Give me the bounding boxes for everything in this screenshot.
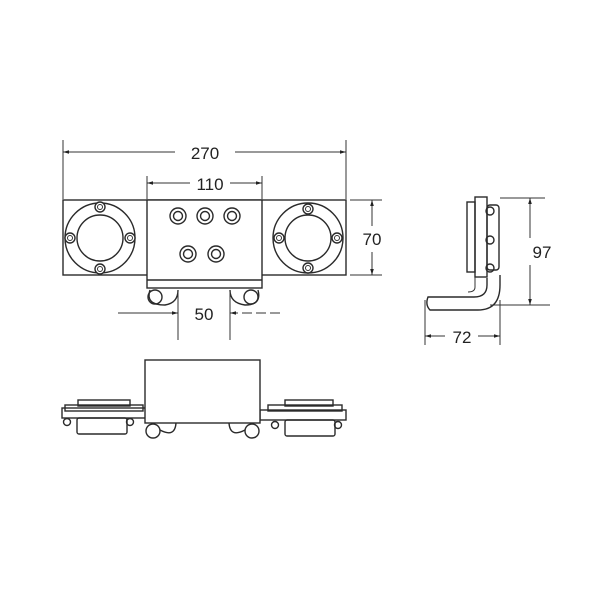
dim-70-label: 70 (363, 230, 382, 249)
center-holes (169, 207, 241, 263)
center-block-bottom (144, 359, 261, 424)
front-view: 270 110 (62, 140, 382, 340)
left-ring (64, 201, 136, 275)
dim-97-label: 97 (533, 243, 552, 262)
dim-72-label: 72 (453, 328, 472, 347)
dim-270-label: 270 (191, 144, 219, 163)
right-ring (272, 202, 344, 274)
center-block (146, 199, 263, 289)
rollers (147, 289, 260, 306)
dim-110-label: 110 (196, 175, 223, 194)
side-view: 97 72 (424, 196, 552, 347)
bottom-view (61, 359, 347, 439)
dim-50-label: 50 (195, 305, 214, 324)
